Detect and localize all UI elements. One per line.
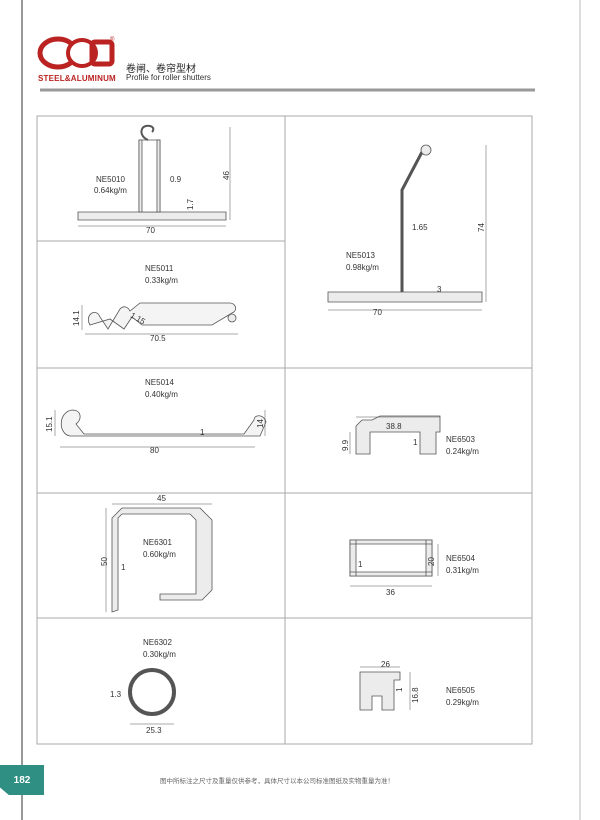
dimension-label: 70: [146, 226, 155, 235]
dimension-label: 25.3: [146, 726, 162, 735]
dimension-label: 38.8: [386, 422, 402, 431]
profile-code: NE6504: [446, 554, 475, 563]
profile-weight: 0.30kg/m: [143, 650, 176, 659]
profile-weight: 0.33kg/m: [145, 276, 178, 285]
dimension-label: 1: [200, 428, 205, 437]
dimension-label: 1.3: [110, 690, 122, 699]
profile-weight: 0.31kg/m: [446, 566, 479, 575]
profile-code: NE5011: [145, 264, 174, 273]
profile-weight: 0.24kg/m: [446, 447, 479, 456]
profile-code: NE6505: [446, 686, 475, 695]
dimension-label: 70.5: [150, 334, 166, 343]
dimension-label: 20: [427, 557, 436, 566]
profile-weight: 0.64kg/m: [94, 186, 127, 195]
brand-name: STEEL&ALUMINUM: [38, 74, 116, 83]
dimension-label: 1: [121, 563, 126, 572]
profile-weight: 0.98kg/m: [346, 263, 379, 272]
dimension-label: 1: [413, 438, 418, 447]
dimension-label: 74: [477, 223, 486, 232]
registered-mark: ®: [110, 37, 115, 43]
profile-code: NE6301: [143, 538, 172, 547]
dimension-label: 46: [222, 171, 231, 180]
dimension-label: 14: [256, 419, 265, 428]
profile-weight: 0.40kg/m: [145, 390, 178, 399]
section-title-en: Profile for roller shutters: [126, 73, 211, 82]
dimension-label: 45: [157, 494, 166, 503]
dimension-label: 80: [150, 446, 159, 455]
profile-weight: 0.60kg/m: [143, 550, 176, 559]
dimension-label: 26: [381, 660, 390, 669]
profile-weight: 0.29kg/m: [446, 698, 479, 707]
brand-logo: [37, 36, 115, 70]
dimension-label: 9.9: [341, 439, 350, 451]
dimension-label: 3: [437, 285, 442, 294]
section-title-cn: 卷闸、卷帘型材: [126, 64, 196, 75]
dimension-label: 1: [358, 560, 363, 569]
dimension-label: 15.1: [45, 416, 54, 432]
dimension-label: 36: [386, 588, 395, 597]
profile-code: NE5014: [145, 378, 174, 387]
profile-code: NE5010: [96, 175, 125, 184]
dimension-label: 14.1: [72, 310, 81, 326]
dimension-label: 16.8: [411, 687, 420, 703]
dimension-label: 1.65: [412, 223, 428, 232]
profile-code: NE6302: [143, 638, 172, 647]
profile-code: NE5013: [346, 251, 375, 260]
dimension-label: 1: [395, 687, 404, 692]
dimension-label: 0.9: [170, 175, 182, 184]
dimension-label: 1.7: [186, 198, 195, 210]
footer-note: 图中所标注之尺寸及重量仅供参考，具体尺寸以本公司标准图纸及实物重量为准！: [160, 778, 394, 785]
dimension-label: 70: [373, 308, 382, 317]
profile-code: NE6503: [446, 435, 475, 444]
page-number: 182: [0, 765, 44, 795]
dimension-label: 50: [100, 557, 109, 566]
